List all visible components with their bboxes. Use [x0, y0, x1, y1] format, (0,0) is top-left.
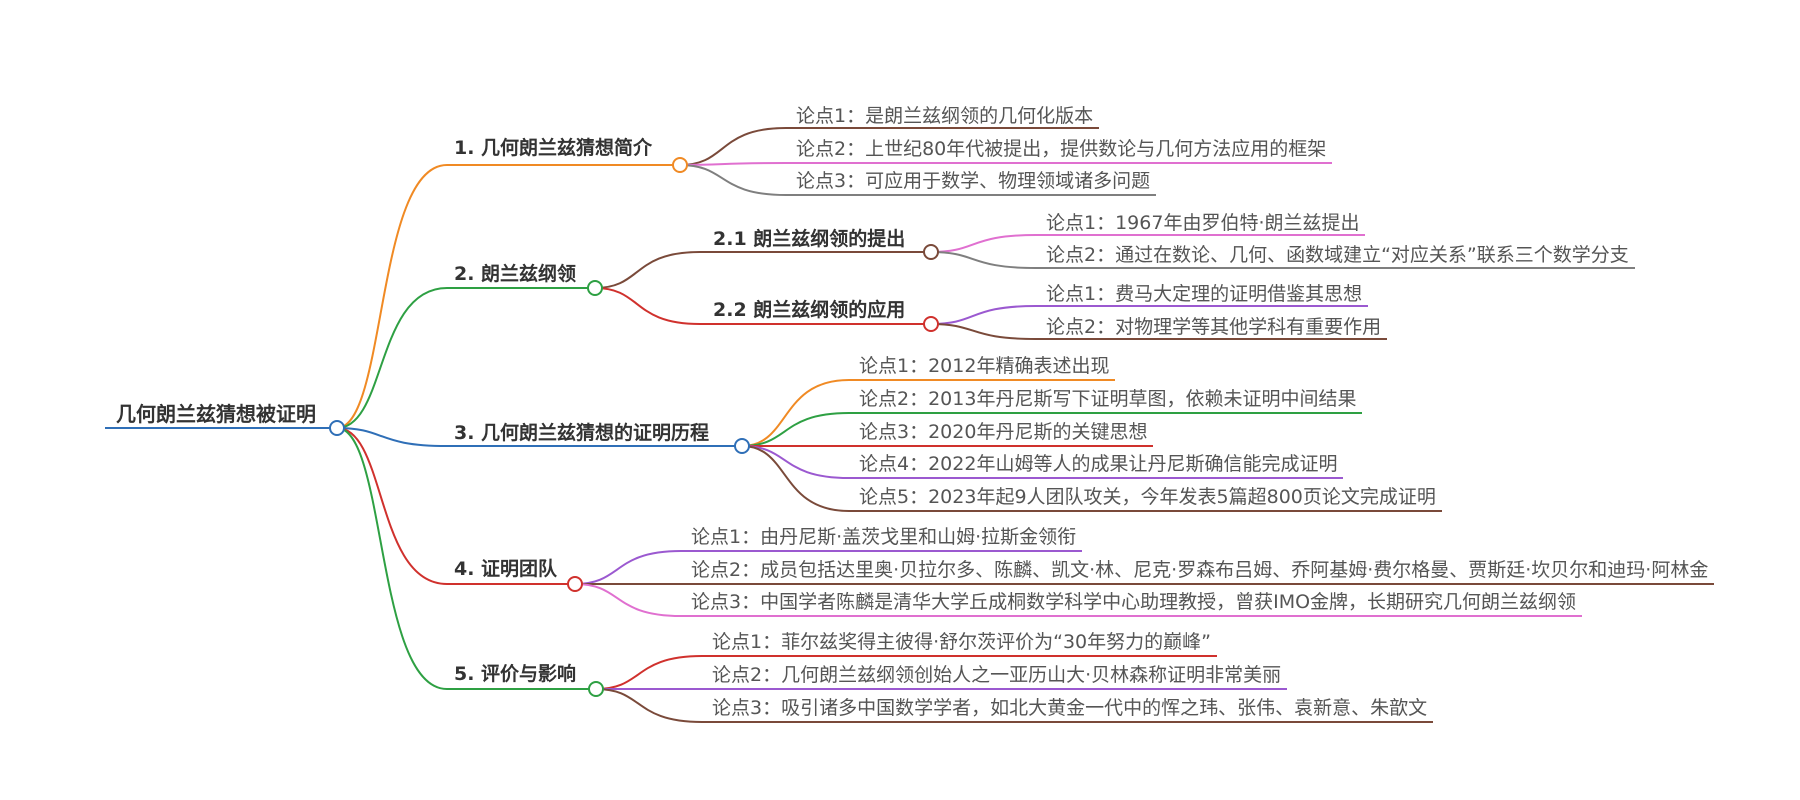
- edge-branch-3-point-1: [741, 379, 850, 447]
- branch-5-point-3[interactable]: 论点3：吸引诸多中国数学学者，如北大黄金一代中的恽之玮、张伟、袁新意、朱歆文: [712, 697, 1428, 719]
- branch-2-sub-1-node: [923, 244, 939, 260]
- edge-branch-3-point-2: [741, 412, 850, 447]
- branch-5-point-2[interactable]: 论点2：几何朗兰兹纲领创始人之一亚历山大·贝林森称证明非常美丽: [712, 664, 1282, 686]
- branch-3-node: [734, 438, 750, 454]
- branch-3-point-2[interactable]: 论点2：2013年丹尼斯写下证明草图，依赖未证明中间结果: [859, 388, 1357, 410]
- branch-3-point-1[interactable]: 论点1：2012年精确表述出现: [859, 355, 1110, 377]
- edge-branch-5-point-3: [595, 688, 703, 723]
- edge-root-branch-4: [336, 427, 448, 585]
- branch-4-point-2[interactable]: 论点2：成员包括达里奥·贝拉尔多、陈麟、凯文·林、尼克·罗森布吕姆、乔阿基姆·费…: [691, 559, 1709, 581]
- branch-5-node: [588, 681, 604, 697]
- edge-branch-4-point-3: [574, 583, 682, 617]
- branch-1-label[interactable]: 1. 几何朗兰兹猜想简介: [454, 137, 653, 159]
- branch-2-sub-2-point-2[interactable]: 论点2：对物理学等其他学科有重要作用: [1046, 316, 1382, 338]
- edge-branch-1-point-3: [679, 164, 787, 196]
- branch-4-label[interactable]: 4. 证明团队: [454, 558, 558, 580]
- branch-2-label[interactable]: 2. 朗兰兹纲领: [454, 263, 577, 285]
- edge-branch-2-sub-1: [594, 251, 701, 289]
- edge-branch-5-point-1: [595, 655, 703, 690]
- root-node: [329, 420, 345, 436]
- branch-4-node: [567, 576, 583, 592]
- edge-root-branch-3: [336, 427, 448, 447]
- edge-branch-1-point-1: [679, 127, 787, 166]
- branch-2-sub-2-label[interactable]: 2.2 朗兰兹纲领的应用: [713, 299, 906, 321]
- branch-2-sub-1-point-1[interactable]: 论点1：1967年由罗伯特·朗兰兹提出: [1046, 212, 1360, 234]
- branch-3-point-3[interactable]: 论点3：2020年丹尼斯的关键思想: [859, 421, 1148, 443]
- branch-4-point-1[interactable]: 论点1：由丹尼斯·盖茨戈里和山姆·拉斯金领衔: [691, 526, 1077, 548]
- branch-2-sub-2-node: [923, 316, 939, 332]
- edge-branch-2-sub-2: [594, 287, 701, 325]
- edge-root-branch-5: [336, 427, 448, 690]
- branch-2-sub-1-point-2[interactable]: 论点2：通过在数论、几何、函数域建立“对应关系”联系三个数学分支: [1046, 244, 1629, 266]
- branch-1-node: [672, 157, 688, 173]
- branch-2-sub-2-point-1[interactable]: 论点1：费马大定理的证明借鉴其思想: [1046, 283, 1363, 305]
- branch-5-point-1[interactable]: 论点1：菲尔兹奖得主彼得·舒尔茨评价为“30年努力的巅峰”: [712, 631, 1211, 653]
- branch-4-point-3[interactable]: 论点3：中国学者陈麟是清华大学丘成桐数学科学中心助理教授，曾获IMO金牌，长期研…: [691, 591, 1577, 613]
- root-topic[interactable]: 几何朗兰兹猜想被证明: [116, 402, 316, 426]
- edge-branch-2-sub-1-point-1: [930, 234, 1037, 253]
- edge-branch-2-sub-1-point-2: [930, 251, 1037, 269]
- branch-3-point-4[interactable]: 论点4：2022年山姆等人的成果让丹尼斯确信能完成证明: [859, 453, 1338, 475]
- edge-branch-2-sub-2-point-1: [930, 305, 1037, 325]
- branch-1-point-2[interactable]: 论点2：上世纪80年代被提出，提供数论与几何方法应用的框架: [796, 138, 1327, 160]
- edge-branch-3-point-5: [741, 445, 850, 512]
- edge-root-branch-2: [336, 287, 448, 429]
- branch-1-point-3[interactable]: 论点3：可应用于数学、物理领域诸多问题: [796, 170, 1151, 192]
- edge-branch-4-point-1: [574, 550, 682, 585]
- edge-branch-2-sub-2-point-2: [930, 323, 1037, 340]
- branch-2-sub-1-label[interactable]: 2.1 朗兰兹纲领的提出: [713, 228, 906, 250]
- edge-branch-1-point-2: [679, 162, 787, 166]
- branch-1-point-1[interactable]: 论点1：是朗兰兹纲领的几何化版本: [796, 105, 1094, 127]
- edge-branch-3-point-4: [741, 445, 850, 479]
- branch-2-node: [587, 280, 603, 296]
- branch-3-point-5[interactable]: 论点5：2023年起9人团队攻关，今年发表5篇超800页论文完成证明: [859, 486, 1436, 508]
- branch-3-label[interactable]: 3. 几何朗兰兹猜想的证明历程: [454, 422, 710, 444]
- edge-root-branch-1: [336, 164, 448, 429]
- branch-5-label[interactable]: 5. 评价与影响: [454, 663, 577, 685]
